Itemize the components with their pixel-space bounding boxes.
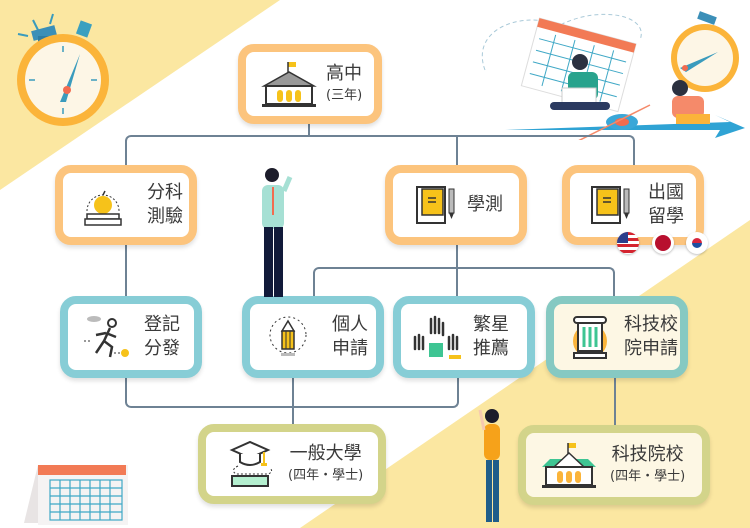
school-building-green-icon (540, 441, 598, 489)
connector (292, 376, 294, 408)
pencil-icon (264, 313, 312, 361)
connector (456, 244, 458, 300)
japan-flag-icon (652, 232, 674, 254)
node-general-university: 一般大學 (四年・學士) (198, 424, 386, 504)
study-illustration (505, 11, 745, 140)
node-label: 出國 留學 (648, 182, 684, 227)
connector (456, 135, 458, 170)
connector (292, 408, 294, 430)
node-sublabel: (四年・學士) (288, 468, 364, 483)
apple-books-icon (79, 181, 127, 229)
node-label: 一般大學 (289, 443, 362, 464)
node-label: 登記 分發 (144, 314, 180, 359)
node-tech-application: 科技校 院申請 (546, 296, 688, 378)
node-study-abroad: 出國 留學 (562, 165, 704, 245)
node-label: 分科 測驗 (147, 182, 183, 227)
node-subject-exam: 分科 測驗 (55, 165, 197, 245)
connector (313, 267, 615, 300)
node-label: 科技校 院申請 (624, 314, 678, 359)
connector (614, 376, 616, 430)
book-pencil-icon (411, 181, 459, 229)
node-sublabel: (三年) (326, 88, 363, 103)
us-flag-icon (617, 232, 639, 254)
node-label: 高中 (326, 63, 362, 84)
calendar-icon (24, 465, 128, 525)
column-pillar-icon (566, 313, 614, 361)
node-label: 科技院校 (611, 444, 684, 465)
node-star-program: 繁星 推薦 (393, 296, 535, 378)
connector (125, 135, 635, 170)
running-person-icon (82, 313, 130, 361)
node-sublabel: (四年・學士) (610, 469, 686, 484)
raised-hands-icon (411, 313, 467, 361)
node-label: 個人 申請 (332, 314, 368, 359)
node-label: 學測 (467, 194, 503, 215)
connector (308, 120, 310, 136)
graduation-cap-keyboard-icon (228, 440, 276, 488)
man-pointing-icon (262, 168, 293, 297)
node-gsat: 學測 (385, 165, 527, 245)
school-building-icon (260, 60, 318, 108)
node-tech-university: 科技院校 (四年・學士) (518, 425, 710, 505)
book-pencil-icon (586, 181, 634, 229)
korea-flag-icon (686, 232, 708, 254)
node-label: 繁星 推薦 (473, 314, 509, 359)
node-registration-allocation: 登記 分發 (60, 296, 202, 378)
woman-waving-icon (478, 409, 500, 522)
node-high-school: 高中 (三年) (238, 44, 382, 124)
stopwatch-icon (17, 13, 109, 126)
connector (125, 244, 127, 300)
node-personal-application: 個人 申請 (242, 296, 384, 378)
